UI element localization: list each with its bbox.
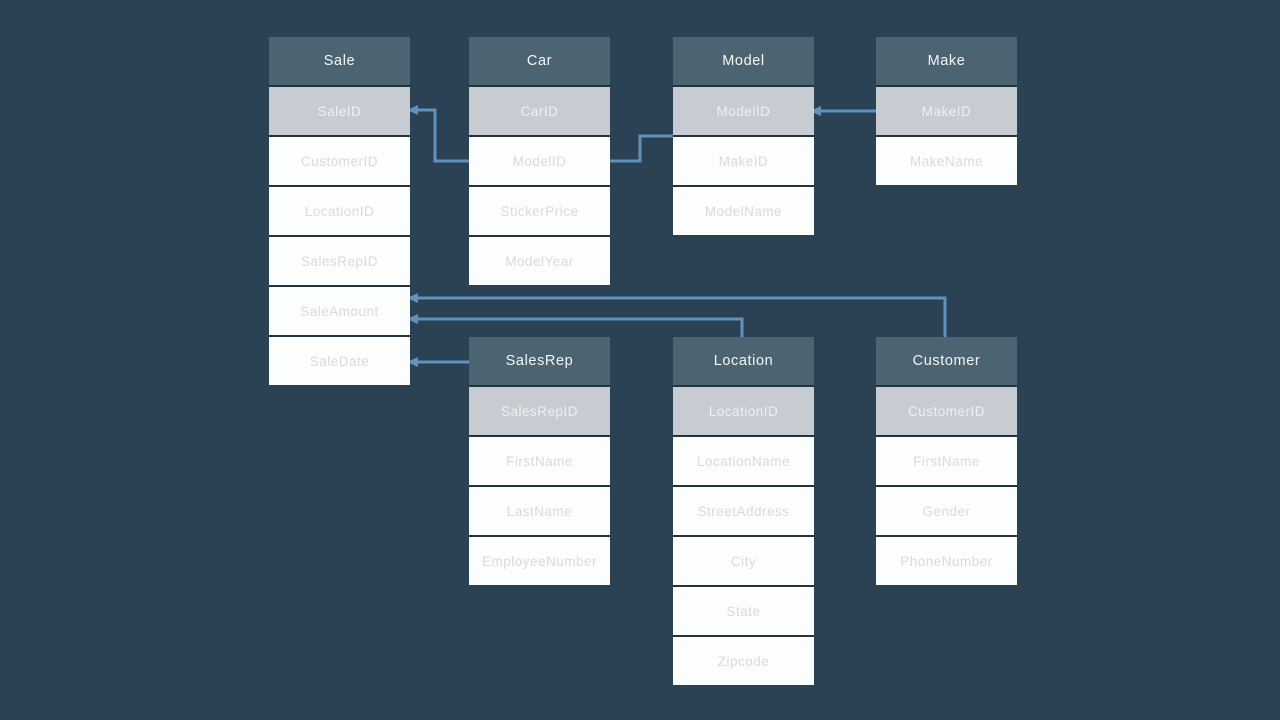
field-row-makename: MakeName — [876, 137, 1017, 185]
field-row-firstname: FirstName — [469, 437, 610, 485]
field-row-salesrepid: SalesRepID — [469, 387, 610, 435]
field-row-locationid: LocationID — [673, 387, 814, 435]
field-row-makeid: MakeID — [673, 137, 814, 185]
field-row-firstname: FirstName — [876, 437, 1017, 485]
connector-arrowhead-model-modelid-to-make-makeid — [810, 106, 821, 116]
connector-sale-to-location — [410, 317, 744, 340]
table-title: Model — [673, 37, 814, 85]
field-row-locationid: LocationID — [269, 187, 410, 235]
field-row-modelname: ModelName — [673, 187, 814, 235]
field-row-modelid: ModelID — [469, 137, 610, 185]
field-row-carid: CarID — [469, 87, 610, 135]
table-title: Location — [673, 337, 814, 385]
field-row-saleamount: SaleAmount — [269, 287, 410, 335]
table-title: Sale — [269, 37, 410, 85]
field-row-streetaddress: StreetAddress — [673, 487, 814, 535]
field-row-salesrepid: SalesRepID — [269, 237, 410, 285]
connector-arrowhead-sale-saledate-to-salesrep — [407, 357, 418, 367]
field-row-zipcode: Zipcode — [673, 637, 814, 685]
field-row-city: City — [673, 537, 814, 585]
table-title: Car — [469, 37, 610, 85]
connector-arrowhead-sale-to-location — [407, 314, 418, 324]
connector-arrowhead-sale-saleid-to-car-modelid — [407, 105, 418, 115]
field-row-gender: Gender — [876, 487, 1017, 535]
field-row-lastname: LastName — [469, 487, 610, 535]
connector-sale-saleid-to-car-modelid — [410, 108, 469, 163]
field-row-modelyear: ModelYear — [469, 237, 610, 285]
field-row-modelid: ModelID — [673, 87, 814, 135]
field-row-saledate: SaleDate — [269, 337, 410, 385]
field-row-makeid: MakeID — [876, 87, 1017, 135]
field-row-customerid: CustomerID — [876, 387, 1017, 435]
field-row-phonenumber: PhoneNumber — [876, 537, 1017, 585]
connector-sale-to-customer — [410, 296, 947, 340]
field-row-customerid: CustomerID — [269, 137, 410, 185]
field-row-employeenumber: EmployeeNumber — [469, 537, 610, 585]
table-title: Make — [876, 37, 1017, 85]
table-title: SalesRep — [469, 337, 610, 385]
field-row-stickerprice: StickerPrice — [469, 187, 610, 235]
connector-arrowhead-sale-to-customer — [407, 293, 418, 303]
field-row-state: State — [673, 587, 814, 635]
table-title: Customer — [876, 337, 1017, 385]
field-row-locationname: LocationName — [673, 437, 814, 485]
connector-car-modelid-to-model — [610, 134, 673, 163]
field-row-saleid: SaleID — [269, 87, 410, 135]
